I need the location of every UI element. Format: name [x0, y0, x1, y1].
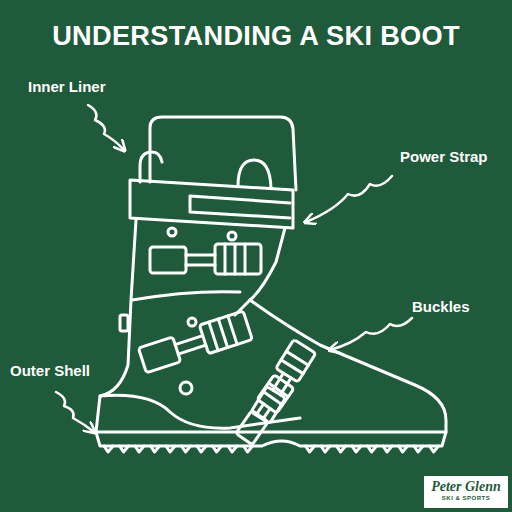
inner-liner-right — [238, 160, 271, 188]
buckle — [234, 375, 294, 446]
buckle — [150, 244, 261, 274]
buckle — [249, 340, 316, 425]
power-strap — [130, 180, 293, 228]
logo-name: Peter Glenn — [430, 480, 502, 495]
title: UNDERSTANDING A SKI BOOT — [0, 20, 512, 52]
part-label: Outer Shell — [10, 362, 90, 379]
leader-arrow — [330, 318, 412, 350]
leader-arrow — [88, 105, 124, 150]
strap-band — [190, 196, 290, 218]
part-label: Inner Liner — [28, 78, 106, 95]
outer-shell — [96, 220, 446, 432]
buckle — [138, 311, 253, 374]
sole-treads — [104, 446, 439, 452]
leader-arrow — [306, 176, 392, 222]
logo-box: Peter GlennSKI & SPORTS — [424, 476, 508, 508]
shell-flex — [132, 292, 250, 315]
part-label: Buckles — [412, 298, 470, 315]
logo-tagline: SKI & SPORTS — [430, 495, 502, 502]
inner-liner-left — [140, 152, 162, 182]
leader-arrow — [56, 392, 94, 432]
sole — [96, 432, 446, 446]
cuff — [150, 117, 296, 190]
part-label: Power Strap — [400, 148, 488, 165]
